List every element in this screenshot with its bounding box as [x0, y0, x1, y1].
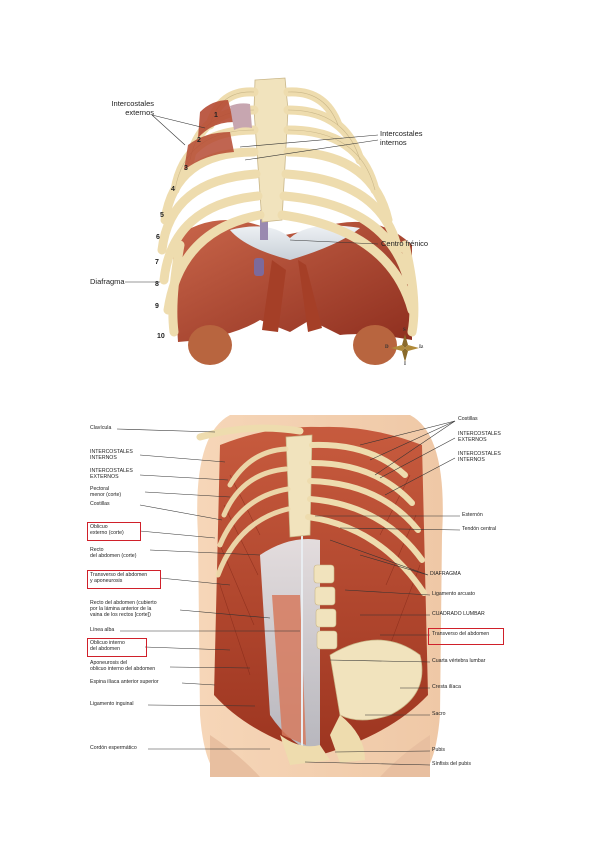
label-intercostales-externos: Intercostales externos [111, 99, 154, 117]
figure1-leader-lines [125, 114, 379, 283]
label-ligamento-inguinal: Ligamento inguinal [90, 701, 134, 707]
label-recto-cubierto: Recto del abdomen (cubierto por la lámin… [90, 600, 157, 618]
label-pubis: Pubis [432, 747, 445, 753]
label-costillas-right: Costillas [458, 416, 478, 422]
label-aponeurosis-oblicuo-interno: Aponeurosis del oblicuo interno del abdo… [90, 660, 156, 672]
label-sinfisis-pubis: Sínfisis del pubis [432, 761, 471, 767]
rib-number-8: 8 [155, 281, 159, 288]
label-intercostales-internos-left: INTERCOSTALES INTERNOS [90, 449, 133, 461]
compass-e: Iz [419, 345, 424, 350]
compass-rose-icon [391, 334, 419, 362]
rib-cage-figure [150, 70, 440, 375]
abdominal-wall-figure [190, 415, 450, 777]
label-intercostales-internos-right: INTERCOSTALES INTERNOS [458, 451, 501, 463]
rib-number-7: 7 [155, 259, 159, 266]
rib-number-9: 9 [155, 303, 159, 310]
rib-number-6: 6 [156, 234, 160, 241]
label-pectoral-menor: Pectoral menor (corte) [90, 486, 122, 498]
label-linea-alba: Línea alba [90, 627, 115, 633]
label-intercostales-externos-right: INTERCOSTALES EXTERNOS [458, 431, 501, 443]
rib-number-2: 2 [197, 137, 201, 144]
rib-cage-illustration [157, 77, 419, 365]
highlight-box-transverso-right [428, 628, 504, 645]
label-oblicuo-interno: Oblicuo interno del abdomen [90, 640, 125, 652]
compass-n: S [403, 328, 406, 333]
label-transverso-aponeurosis: Transverso del abdomen y aponeurosis [90, 572, 148, 584]
rib-number-3: 3 [184, 165, 188, 172]
label-recto-abdomen-corte: Recto del abdomen (corte) [90, 547, 137, 559]
label-diafragma: Diafragma [90, 277, 125, 286]
label-ligamento-arcuato: Ligamento arcuato [432, 591, 475, 597]
label-clavicula: Clavícula [90, 425, 112, 431]
highlight-box-oblicuo-externo [87, 522, 141, 541]
compass-s: I [404, 362, 406, 367]
abdominal-wall-illustration [196, 415, 443, 777]
label-centro-frenico: Centro frénico [381, 239, 429, 248]
label-costillas-left: Costillas [90, 501, 110, 507]
label-esternon: Esternón [462, 512, 483, 518]
highlight-box-oblicuo-interno [87, 638, 147, 657]
label-cordon-espermatico: Cordón espermático [90, 745, 137, 751]
label-intercostales-externos-left: INTERCOSTALES EXTERNOS [90, 468, 133, 480]
highlight-box-transverso-aponeurosis [87, 570, 161, 589]
label-cuadrado-lumbar: CUADRADO LUMBAR [432, 611, 485, 617]
label-cuarta-vertebra-lumbar: Cuarta vértebra lumbar [432, 658, 486, 664]
rib-number-1: 1 [214, 112, 218, 119]
compass-w: D [385, 345, 389, 350]
label-cresta-iliaca: Cresta ilíaca [432, 684, 461, 690]
rib-number-5: 5 [160, 212, 164, 219]
label-intercostales-internos: Intercostales internos [380, 129, 423, 147]
label-transverso-abdomen-right: Transverso del abdomen [432, 631, 490, 637]
rib-number-10: 10 [157, 333, 165, 340]
label-oblicuo-externo: Oblicuo externo (corte) [90, 524, 124, 536]
label-tendon-central: Tendón central [462, 526, 497, 532]
label-espina-iliaca: Espina ilíaca anterior superior [90, 679, 159, 685]
label-diafragma-right: DIAFRAGMA [430, 571, 461, 577]
rib-number-4: 4 [171, 186, 175, 193]
label-sacro: Sacro [432, 711, 446, 717]
